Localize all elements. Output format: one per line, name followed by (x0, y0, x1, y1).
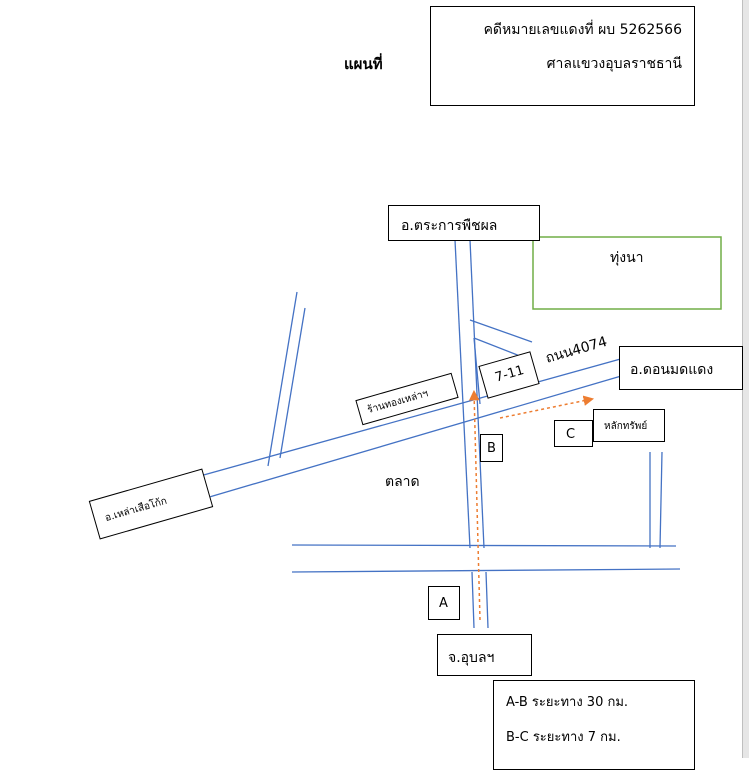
east-district-label: อ.ดอนมดแดง (630, 362, 714, 378)
rice-field-label: ทุ่งนา (610, 250, 644, 266)
rice-field-area (532, 236, 722, 310)
road-branch-upper (469, 319, 533, 343)
landmark-label: หลักทรัพย์ (604, 421, 648, 432)
landmark-box: หลักทรัพย์ (593, 409, 665, 442)
market-label: ตลาด (385, 474, 420, 490)
distance-box: A-B ระยะทาง 30 กม. B-C ระยะทาง 7 กม. (493, 680, 695, 770)
case-number: คดีหมายเลขแดงที่ ผบ 5262566 (483, 22, 682, 38)
route-a-to-b (468, 389, 481, 621)
road-south-east-edge (485, 571, 489, 629)
province-box: จ.อุบลฯ (437, 634, 532, 676)
point-b-label: B (487, 441, 496, 456)
road-cross-north-edge (291, 544, 677, 547)
road-cross-south-edge (291, 568, 681, 573)
road-south-west-edge (471, 571, 475, 629)
road-ns-east-edge (469, 239, 485, 549)
east-district-box: อ.ดอนมดแดง (619, 346, 743, 390)
distance-b-c: B-C ระยะทาง 7 กม. (506, 730, 621, 745)
court-name: ศาลแขวงอุบลราชธานี (546, 56, 682, 72)
map-title: แผนที่ (344, 55, 383, 73)
route-b-to-c (499, 395, 595, 419)
road-main-north-edge (199, 347, 661, 477)
point-a-box: A (428, 586, 460, 620)
province-label: จ.อุบลฯ (448, 650, 495, 666)
road-branch-lower (473, 337, 521, 357)
west-district-label: อ.เหล่าเสือโก้ก (103, 495, 169, 524)
case-info-box: คดีหมายเลขแดงที่ ผบ 5262566 ศาลแขวงอุบลร… (430, 6, 695, 106)
north-district-label: อ.ตระการพืชผล (401, 218, 498, 234)
road-ns-west-edge (454, 239, 471, 549)
road-nw-west-edge (267, 291, 298, 467)
road-east-east-edge (659, 451, 663, 549)
road-main-south-edge (205, 363, 663, 499)
seven-eleven-label: 7-11 (493, 363, 526, 386)
point-c-label: C (566, 427, 576, 442)
point-c-box: C (554, 420, 593, 447)
point-a-label: A (439, 596, 448, 611)
north-district-box: อ.ตระการพืชผล (388, 205, 540, 241)
point-b-box: B (480, 434, 503, 462)
road-nw-east-edge (279, 307, 306, 459)
distance-a-b: A-B ระยะทาง 30 กม. (506, 695, 629, 710)
